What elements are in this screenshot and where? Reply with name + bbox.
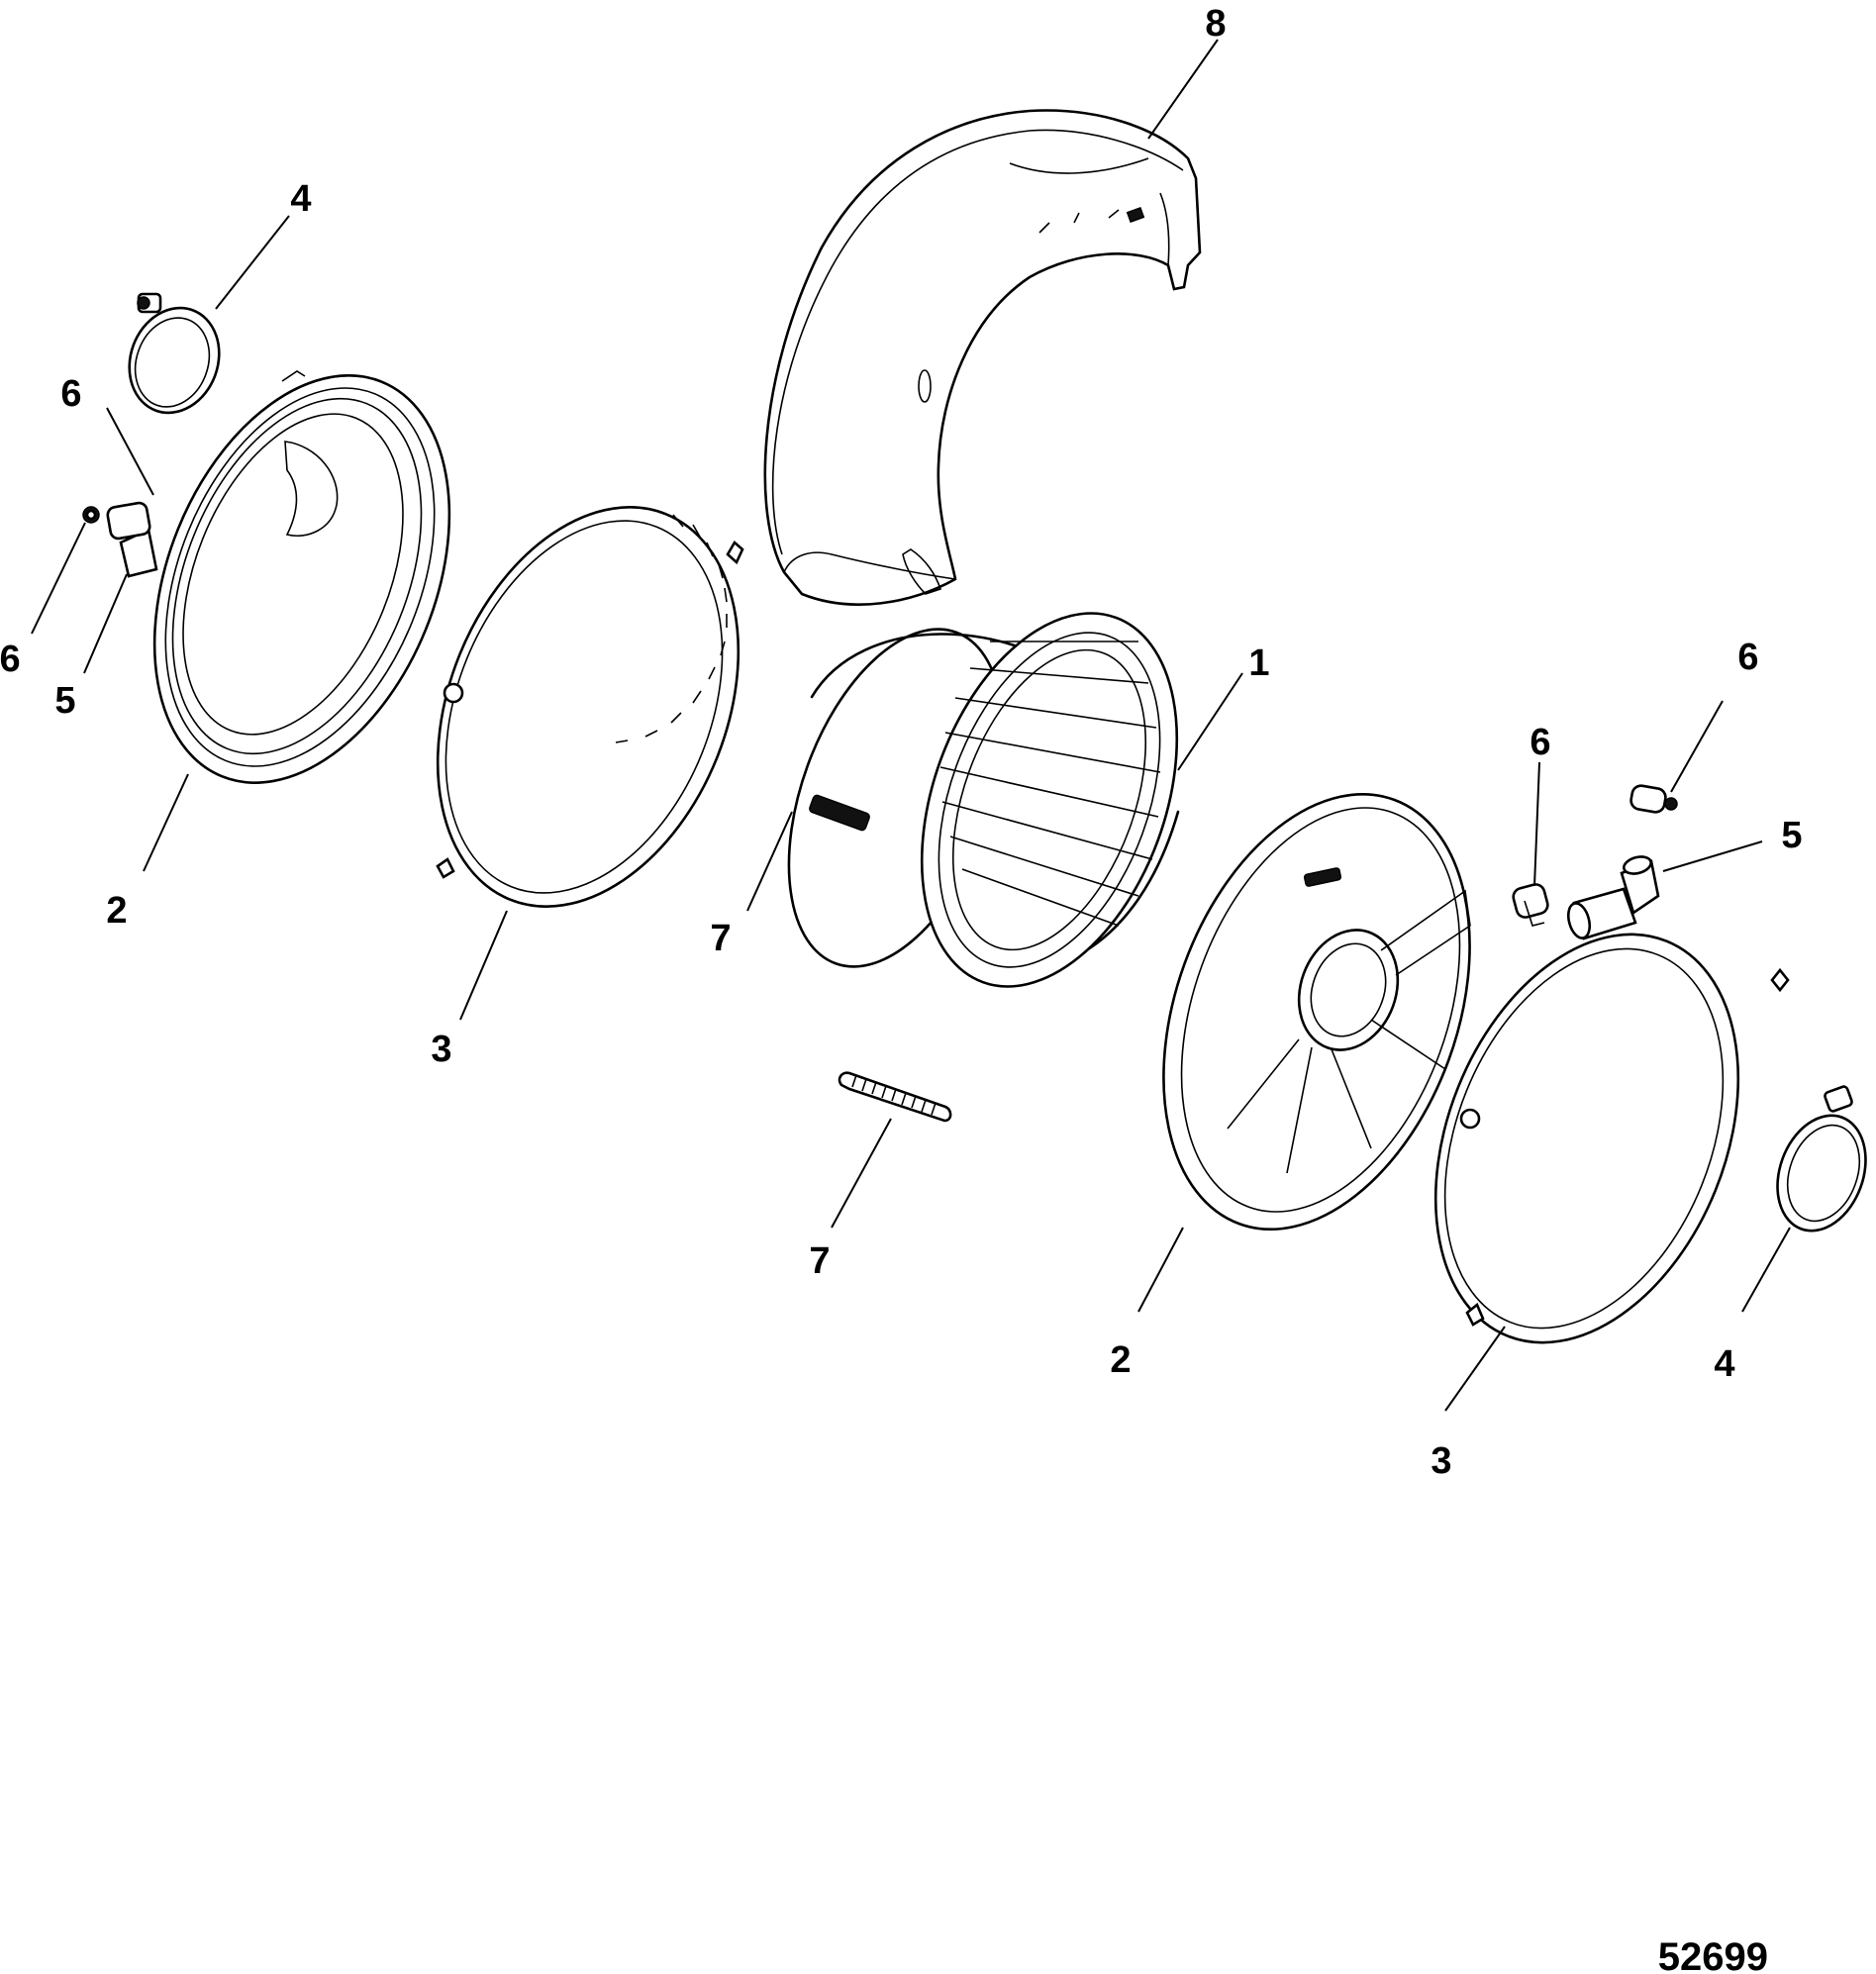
callout-3: 3 [431,1029,451,1070]
part-2-left-shroud [152,370,451,784]
part-2-right-shroud [1162,793,1471,1231]
callout-8: 8 [1205,3,1226,45]
part-4-right-clamp [1776,1085,1867,1233]
callout-7: 7 [710,918,731,959]
part-1-blower-wheel [787,612,1180,988]
callout-6: 6 [60,373,81,415]
callout-1: 1 [1248,642,1269,684]
part-4-left-clamp [128,292,221,415]
figure-number: 52699 [1658,1935,1768,1974]
part-8-housing [763,109,1202,606]
part-3-right-ring [1433,933,1790,1344]
callout-2: 2 [1110,1339,1131,1381]
part-5-left-elbow [82,501,158,578]
callout-6: 6 [0,639,21,680]
callout-2: 2 [106,890,127,932]
callout-5: 5 [54,680,75,722]
part-3-left-ring [436,506,744,908]
part-5-right-elbow [1566,855,1660,940]
part-7-spring [838,1071,952,1123]
callout-7: 7 [809,1240,830,1282]
callout-6: 6 [1530,722,1550,763]
callout-labels: 8 4 6 6 5 2 3 1 7 7 6 6 5 2 4 3 [0,3,1803,1482]
callout-5: 5 [1781,815,1802,856]
callout-6: 6 [1737,637,1758,678]
callout-4: 4 [290,178,311,220]
callout-3: 3 [1431,1440,1451,1482]
part-6-right-clamps [1512,784,1678,927]
callout-4: 4 [1714,1343,1734,1385]
leader-lines [31,39,1791,1412]
